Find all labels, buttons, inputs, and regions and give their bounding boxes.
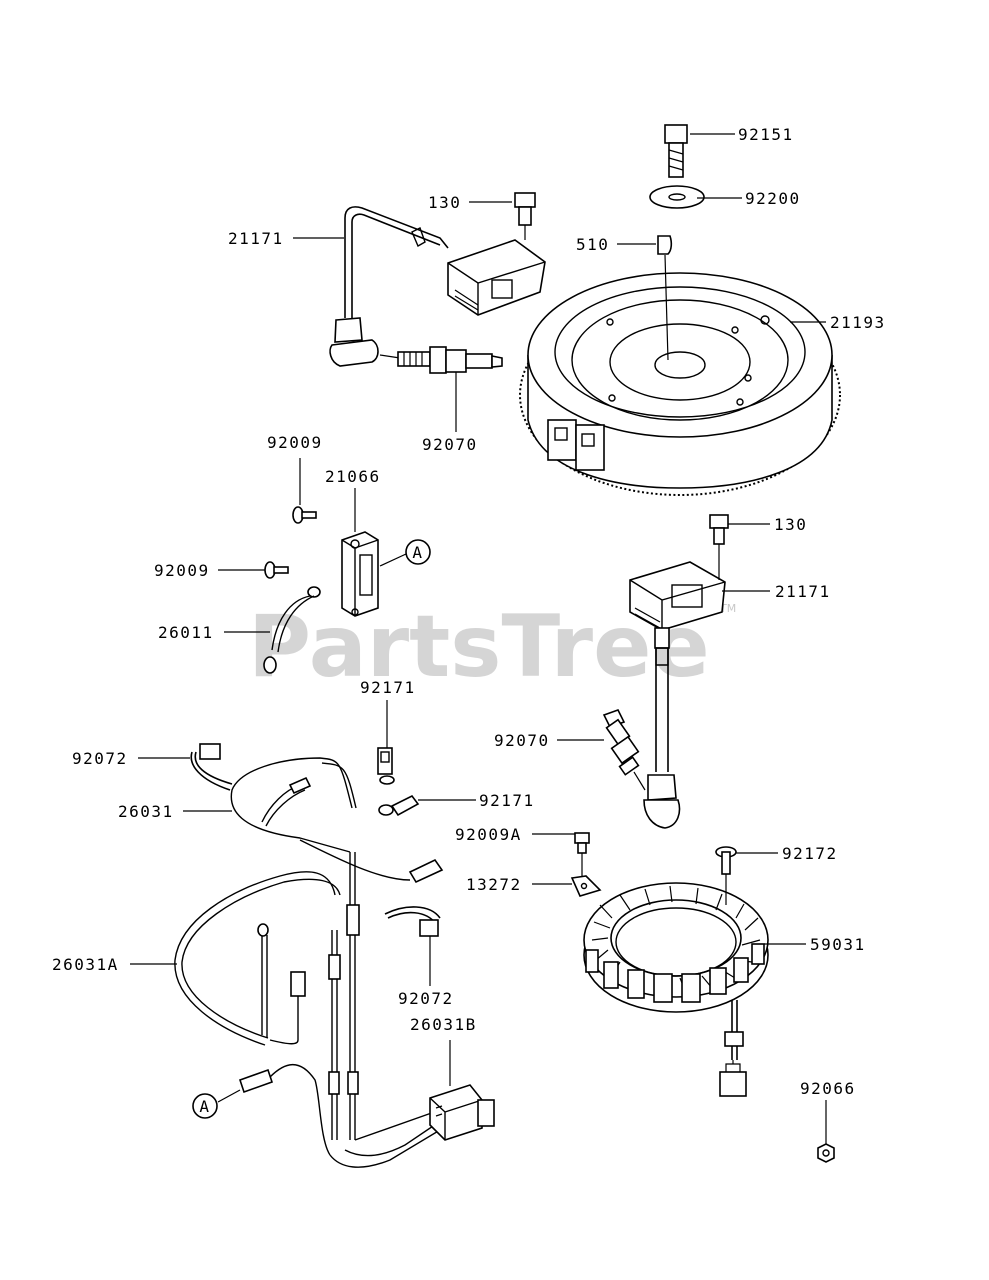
- reference-label: A: [412, 543, 423, 562]
- bolt-130-top: [514, 192, 536, 240]
- callout-510: 510: [576, 235, 609, 254]
- callout-92171-upper: 92171: [360, 678, 416, 697]
- callout-21171-top: 21171: [228, 229, 284, 248]
- callout-26011: 26011: [158, 623, 214, 642]
- callout-21171-lower: 21171: [775, 582, 831, 601]
- callout-labels: 92151 92200 130 510 21171 21193 92070 92…: [52, 125, 886, 1098]
- spark-plug-92070-lower: [602, 709, 646, 791]
- ignition-coil-21171-top: [329, 206, 546, 367]
- screw-92009-lower: [264, 561, 289, 579]
- callout-130-top: 130: [428, 193, 461, 212]
- stator-59031: [583, 882, 769, 1097]
- callout-92009-upper: 92009: [267, 433, 323, 452]
- bolt-92151: [664, 124, 688, 178]
- wiring-harness-26031: [174, 743, 495, 1168]
- callout-59031: 59031: [810, 935, 866, 954]
- callout-92151: 92151: [738, 125, 794, 144]
- key-510: [657, 235, 673, 255]
- spark-plug-92070-top: [379, 346, 503, 374]
- clamp-13272: [570, 875, 602, 897]
- callout-26031A: 26031A: [52, 955, 119, 974]
- reference-marker-a-upper: A: [405, 539, 431, 565]
- lead-26011: [263, 586, 321, 674]
- callout-92072-upper: 92072: [72, 749, 128, 768]
- washer-92200: [649, 185, 705, 209]
- bolt-92009A: [574, 832, 590, 878]
- callout-92066: 92066: [800, 1079, 856, 1098]
- callout-92172: 92172: [782, 844, 838, 863]
- reference-label: A: [199, 1097, 210, 1116]
- switch-21066: [341, 531, 379, 617]
- callout-21193: 21193: [830, 313, 886, 332]
- callout-92009-lower: 92009: [154, 561, 210, 580]
- nut-92066: [817, 1143, 835, 1163]
- callout-92200: 92200: [745, 189, 801, 208]
- terminal-92171-upper: [377, 747, 395, 785]
- reference-marker-a-lower: A: [192, 1093, 218, 1119]
- callout-13272: 13272: [466, 875, 522, 894]
- callout-92070-lower: 92070: [494, 731, 550, 750]
- ignition-coil-21171-lower: [629, 561, 726, 829]
- callout-130-lower: 130: [774, 515, 807, 534]
- callout-92009A: 92009A: [455, 825, 522, 844]
- terminal-92171-lower: [378, 794, 420, 817]
- bolt-130-lower: [709, 514, 729, 580]
- callout-92171-lower: 92171: [479, 791, 535, 810]
- callout-26031B: 26031B: [410, 1015, 477, 1034]
- leader-lines: [130, 133, 827, 1144]
- flywheel-21193: [519, 272, 841, 496]
- screw-92009-upper: [292, 506, 317, 524]
- callout-21066: 21066: [325, 467, 381, 486]
- callout-92070-top: 92070: [422, 435, 478, 454]
- callout-92072-lower: 92072: [398, 989, 454, 1008]
- screw-92172: [715, 846, 737, 905]
- callout-26031: 26031: [118, 802, 174, 821]
